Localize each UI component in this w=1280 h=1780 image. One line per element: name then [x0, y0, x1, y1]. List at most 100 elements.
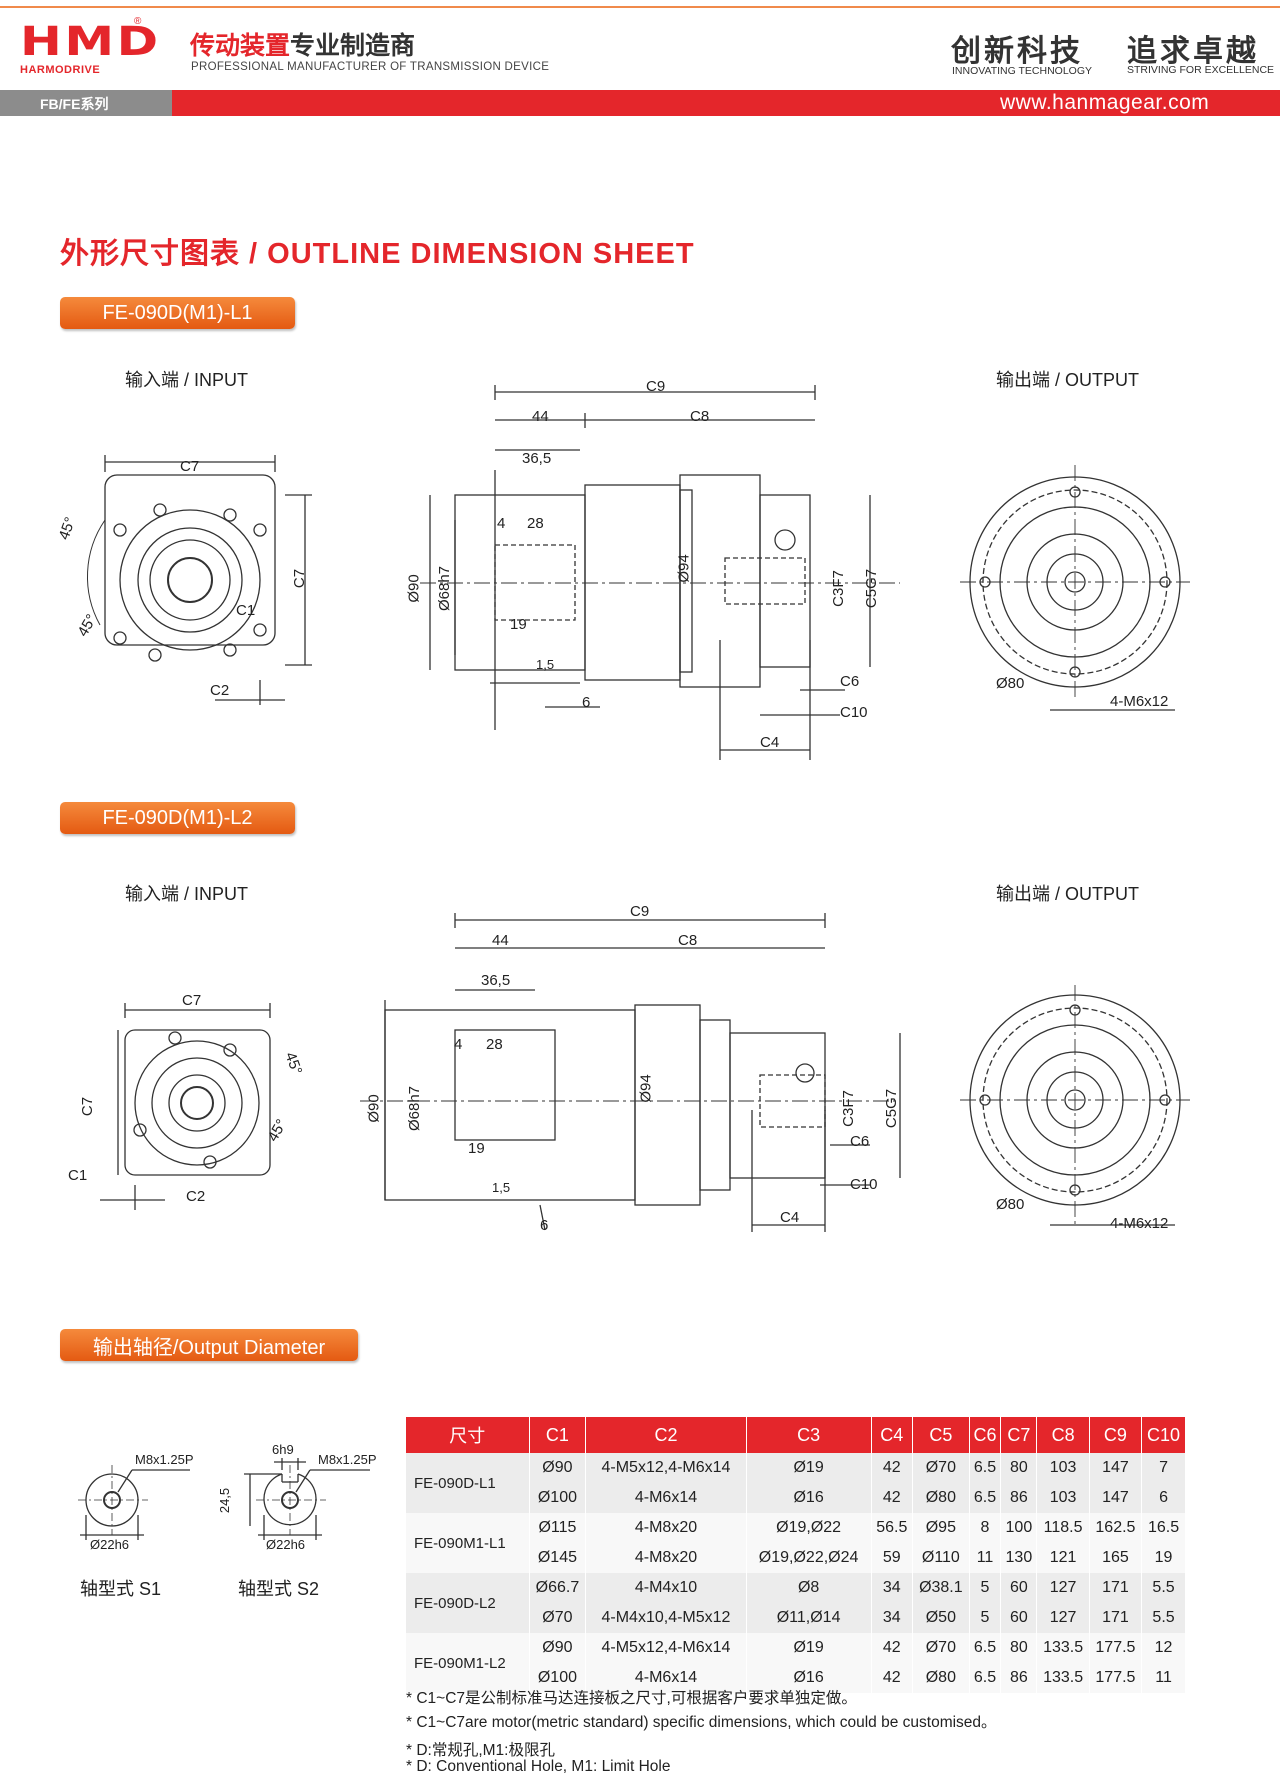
table-cell: Ø16: [746, 1483, 872, 1513]
table-header-cell: C8: [1036, 1417, 1090, 1453]
table-header-cell: C10: [1141, 1417, 1186, 1453]
note-4: * D: Conventional Hole, M1: Limit Hole: [406, 1758, 671, 1775]
dim-d94-l2: Ø94: [637, 1074, 655, 1103]
table-cell: Ø90: [529, 1633, 587, 1663]
dim-c5-l2: C5G7: [883, 1088, 901, 1129]
dim-d80-l1: Ø80: [996, 675, 1025, 692]
table-cell: 127: [1036, 1603, 1090, 1633]
table-cell: 6.5: [969, 1633, 1002, 1663]
output-diameter-tag: 输出轴径/Output Diameter: [60, 1329, 358, 1361]
table-cell: 80: [1000, 1633, 1038, 1663]
s1-thread: M8x1.25P: [135, 1452, 194, 1467]
table-header-cell: C5: [912, 1417, 970, 1453]
table-cell: 4-M8x20: [585, 1543, 747, 1573]
table-cell: 60: [1000, 1603, 1038, 1633]
dim-44-l2: 44: [492, 932, 509, 949]
table-cell: 19: [1141, 1543, 1186, 1573]
page-title: 外形尺寸图表 / OUTLINE DIMENSION SHEET: [60, 238, 695, 270]
table-cell: 86: [1000, 1663, 1038, 1693]
table-model-cell: FE-090D-L2: [406, 1573, 530, 1633]
gearbox-body-l2: [634, 1004, 701, 1206]
dim-c5-l1: C5G7: [863, 568, 881, 609]
dim-19-l2: 19: [468, 1140, 485, 1157]
table-cell: 6.5: [969, 1663, 1002, 1693]
table-cell: Ø70: [912, 1633, 970, 1663]
table-cell: 121: [1036, 1543, 1090, 1573]
table-cell: 130: [1000, 1543, 1038, 1573]
table-cell: 147: [1089, 1483, 1143, 1513]
table-cell: 177.5: [1089, 1633, 1143, 1663]
dim-19-l1: 19: [510, 616, 527, 633]
input-flange-l2: [124, 1029, 271, 1176]
output-label-l2: 输出端 / OUTPUT: [996, 884, 1139, 904]
dim-c3-l1: C3F7: [829, 570, 847, 607]
company-title-dark: 专业制造商: [290, 32, 416, 60]
website-link[interactable]: www.hanmagear.com: [1000, 91, 1210, 114]
table-cell: 133.5: [1036, 1663, 1090, 1693]
table-cell: 80: [1000, 1453, 1038, 1483]
series-label: FB/FE系列: [40, 96, 109, 112]
table-cell: 6: [1141, 1483, 1186, 1513]
dim-15-l1: 1,5: [536, 657, 555, 672]
dim-c10-l1: C10: [840, 704, 868, 721]
dim-c2-l1: C2: [210, 682, 230, 699]
table-cell: Ø80: [912, 1483, 970, 1513]
motor-flange-side-l1: [454, 494, 586, 671]
table-cell: 162.5: [1089, 1513, 1143, 1543]
company-subtitle: PROFESSIONAL MANUFACTURER OF TRANSMISSIO…: [191, 61, 550, 73]
input-flange-ring-l1: [119, 509, 261, 651]
dim-4-l2: 4: [454, 1036, 463, 1053]
table-header-cell: C6: [969, 1417, 1002, 1453]
slogan-1: 创新科技: [951, 34, 1083, 69]
table-cell: Ø19: [746, 1633, 872, 1663]
table-cell: 147: [1089, 1453, 1143, 1483]
table-cell: 171: [1089, 1573, 1143, 1603]
table-cell: 86: [1000, 1483, 1038, 1513]
dim-c9-l2: C9: [630, 903, 650, 920]
table-model-cell: FE-090M1-L1: [406, 1513, 530, 1573]
table-cell: 4-M6x14: [585, 1483, 747, 1513]
table-cell: 133.5: [1036, 1633, 1090, 1663]
table-cell: 4-M6x14: [585, 1663, 747, 1693]
table-cell: 177.5: [1089, 1663, 1143, 1693]
dim-c1-l2: C1: [68, 1167, 88, 1184]
table-header-cell: C1: [529, 1417, 587, 1453]
table-cell: Ø100: [529, 1663, 587, 1693]
table-cell: 60: [1000, 1573, 1038, 1603]
table-cell: 171: [1089, 1603, 1143, 1633]
model-tag-l2: FE-090D(M1)-L2: [60, 802, 295, 834]
table-cell: 100: [1000, 1513, 1038, 1543]
dim-d90-l2: Ø90: [365, 1094, 383, 1123]
table-cell: Ø16: [746, 1663, 872, 1693]
table-cell: Ø19: [746, 1453, 872, 1483]
table-cell: 42: [871, 1483, 914, 1513]
logo-letters: HMD: [20, 19, 161, 65]
dim-4-l1: 4: [497, 515, 506, 532]
dim-28-l1: 28: [527, 515, 544, 532]
s2-key: 6h9: [272, 1442, 294, 1457]
s1-diameter: Ø22h6: [90, 1537, 130, 1552]
output-shaft-drawings: [78, 1458, 370, 1540]
table-cell: Ø80: [912, 1663, 970, 1693]
dim-c4-l2: C4: [780, 1209, 800, 1226]
dim-d68-l2: Ø68h7: [406, 1085, 424, 1132]
table-cell: 6.5: [969, 1483, 1002, 1513]
dim-6-l1: 6: [582, 694, 591, 711]
dim-c6-l1: C6: [840, 673, 860, 690]
table-cell: Ø110: [912, 1543, 970, 1573]
table-cell: Ø95: [912, 1513, 970, 1543]
table-cell: Ø115: [529, 1513, 587, 1543]
dim-c3-l2: C3F7: [839, 1090, 857, 1127]
dim-c1-l1: C1: [236, 602, 256, 619]
table-cell: 42: [871, 1633, 914, 1663]
input-flange-l1: [104, 474, 276, 646]
table-header-cell: C4: [871, 1417, 914, 1453]
